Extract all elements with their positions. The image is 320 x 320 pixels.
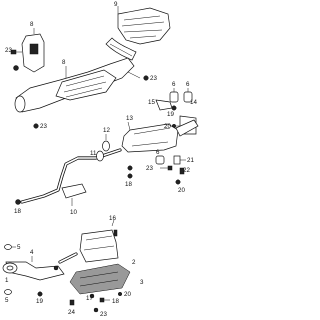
part-23-bolt-a: [10, 49, 22, 55]
exhaust-system-parts-diagram: 8 9 23 23 8 23 6 6 15 19 14 20 13 12 6 2…: [2, 1, 199, 318]
callout-6-c: 6: [156, 149, 160, 156]
part-20-clip-b: [173, 155, 186, 165]
part-8-gasket-b: [102, 134, 110, 152]
callout-7: 10: [70, 209, 77, 216]
callout-5-b: 5: [5, 297, 9, 304]
callout-22: 23: [146, 165, 153, 172]
callout-19-b: 20: [178, 187, 185, 194]
part-19-nut-b: [175, 179, 181, 185]
part-22-spring: [160, 165, 173, 171]
part-17-nut: [99, 297, 110, 303]
part-19-nut-a: [171, 105, 177, 111]
part-2-converter: [58, 219, 119, 264]
callout-20-c: 20: [124, 291, 131, 298]
part-18-nut-b: [127, 173, 133, 179]
callout-23-b: 23: [150, 75, 157, 82]
part-18-nut-a: [15, 199, 21, 205]
callout-6-a: 6: [172, 81, 176, 88]
callout-2: 2: [132, 259, 136, 266]
part-23-bolt-c: [143, 75, 149, 81]
part-24-bolt: [69, 299, 75, 306]
callout-11: 15: [148, 99, 155, 106]
callout-21: 22: [183, 167, 190, 174]
part-23-bolt-e: [93, 307, 99, 313]
part-6-rubber-mount-a: [169, 88, 179, 103]
part-3-heat-shield: [69, 263, 131, 295]
part-5-gasket-a: [4, 244, 16, 250]
part-16-stud-b: [89, 293, 95, 299]
part-14-catalytic-converter-assembly: [14, 57, 141, 113]
part-7-center-pipe: [20, 148, 122, 206]
callout-14: 8: [62, 59, 66, 66]
part-6-rubber-mount-c: [155, 155, 165, 165]
callout-12: 16: [109, 215, 116, 222]
part-9-muffler: [121, 119, 199, 153]
part-8-gasket-a: [96, 150, 104, 162]
callout-18-c: 18: [125, 181, 132, 188]
part-13-bracket: [21, 28, 45, 73]
callout-1: 1: [5, 277, 9, 284]
part-21-bolt: [179, 167, 185, 175]
part-12-stud: [113, 229, 118, 237]
callout-17: 18: [112, 298, 119, 305]
callout-10: 14: [190, 99, 197, 106]
callout-18-a: 18: [14, 208, 21, 215]
part-23-bolt-b: [13, 65, 19, 71]
callout-3: 3: [140, 279, 144, 286]
callout-19-a: 19: [167, 111, 174, 118]
callout-6-b: 6: [186, 81, 190, 88]
part-19-nut-c: [37, 291, 43, 297]
callout-20-b: 21: [187, 157, 194, 164]
callout-20-a: 20: [164, 123, 171, 130]
part-11-hanger-bracket: [155, 99, 173, 111]
part-18-nut-c: [127, 165, 133, 171]
part-6-rubber-mount-b: [183, 88, 193, 103]
callout-23-d: 23: [100, 311, 107, 318]
callout-16: 17: [86, 295, 93, 302]
callout-24: 24: [68, 309, 75, 316]
callout-4: 4: [30, 249, 34, 256]
part-1-flange-gasket: [2, 262, 18, 274]
part-23-bolt-d: [33, 123, 39, 129]
part-15-manifold-heat-shield: [105, 6, 171, 61]
part-5-gasket-b: [4, 289, 12, 295]
part-20-clip-c: [117, 291, 123, 297]
callout-23-a: 23: [5, 47, 12, 54]
callout-8-a: 11: [90, 150, 97, 157]
callout-23-c: 23: [40, 123, 47, 130]
part-4-front-pipe: [5, 256, 65, 281]
callout-8-b: 12: [103, 127, 110, 134]
callout-5-a: 5: [17, 244, 21, 251]
diagram-svg: 8 9 23 23 8 23 6 6 15 19 14 20 13 12 6 2…: [2, 1, 199, 318]
callout-9: 13: [126, 115, 133, 122]
callout-15: 9: [114, 1, 118, 8]
part-16-stud-a: [53, 265, 59, 271]
callout-19-c: 19: [36, 298, 43, 305]
callout-13: 8: [30, 21, 34, 28]
